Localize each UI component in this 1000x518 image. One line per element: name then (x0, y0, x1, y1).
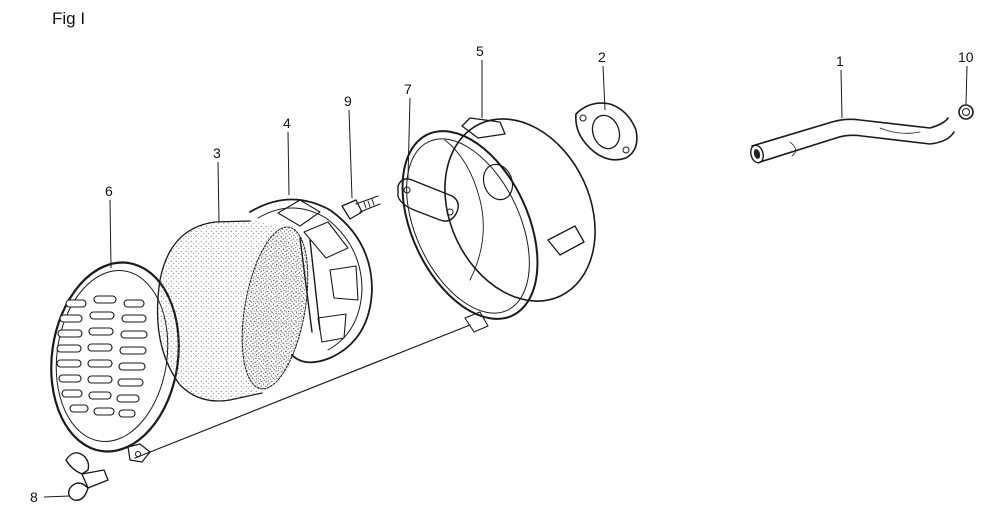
assembly-axis-line (134, 324, 471, 459)
callout-cover: 6 (105, 183, 113, 199)
figure-title: Fig I (52, 9, 85, 28)
element-part (156, 220, 309, 402)
clip-part (958, 104, 974, 120)
bolt-part (341, 195, 381, 220)
callout-leaders (43, 60, 968, 498)
callout-screen: 4 (283, 115, 291, 131)
callout-element: 3 (213, 145, 221, 161)
case-part (401, 117, 596, 333)
callout-wing-nut: 8 (30, 489, 38, 505)
callout-tube: 1 (836, 53, 844, 69)
case-bracket-part (397, 178, 459, 222)
tube-part (750, 117, 955, 164)
callout-case: 5 (476, 43, 484, 59)
callout-case-bracket: 7 (404, 81, 412, 97)
callout-bolt: 9 (344, 93, 352, 109)
gasket-part (575, 102, 638, 161)
screen-part (249, 198, 373, 364)
cover-slots (56, 295, 148, 418)
cover-part (50, 261, 180, 463)
callout-gasket: 2 (598, 49, 606, 65)
callout-clip: 10 (958, 49, 974, 65)
wing-nut-part (65, 452, 109, 501)
